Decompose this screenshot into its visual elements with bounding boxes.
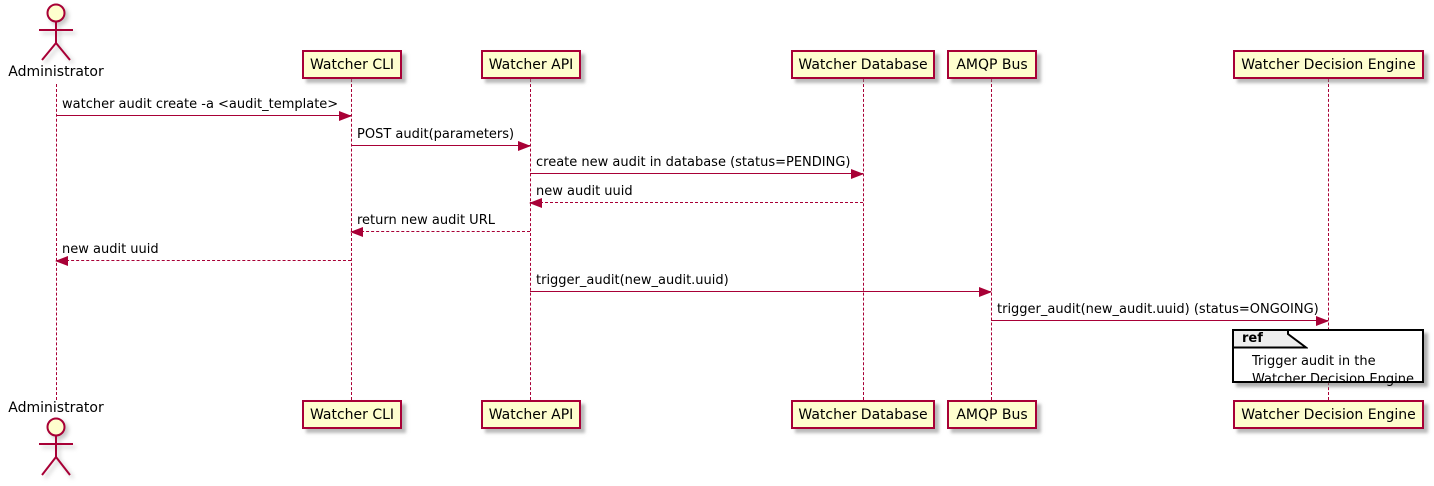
- message-label: new audit uuid: [62, 242, 159, 257]
- arrowhead-right-icon: [518, 141, 531, 151]
- message-label: watcher audit create -a <audit_template>: [62, 97, 339, 112]
- message-new-audit-uuid-to-api: new audit uuid: [529, 183, 863, 208]
- arrowhead-right-icon: [1316, 316, 1329, 326]
- participant-watcher-database-top: Watcher Database: [791, 50, 935, 79]
- message-watcher-audit-create: watcher audit create -a <audit_template>: [56, 96, 352, 121]
- ref-tag-pentagon-icon: [1232, 329, 1308, 349]
- message-line: [56, 260, 351, 261]
- participant-watcher-decision-engine-bottom: Watcher Decision Engine: [1233, 400, 1424, 429]
- message-label: return new audit URL: [357, 213, 495, 228]
- message-line: [56, 115, 351, 116]
- ref-body-line: Watcher Decision Engine: [1252, 372, 1414, 387]
- arrowhead-right-icon: [339, 111, 352, 121]
- message-label: POST audit(parameters): [357, 127, 515, 142]
- message-create-new-audit: create new audit in database (status=PEN…: [530, 154, 864, 179]
- ref-body-text: Trigger audit in the Watcher Decision En…: [1252, 353, 1414, 389]
- participant-watcher-cli-bottom: Watcher CLI: [302, 400, 402, 429]
- ref-tag-label: ref: [1242, 331, 1263, 346]
- lifeline-administrator: [55, 84, 57, 400]
- message-label: trigger_audit(new_audit.uuid) (status=ON…: [997, 302, 1319, 317]
- participant-amqp-bus-top: AMQP Bus: [947, 50, 1037, 79]
- message-new-audit-uuid-to-admin: new audit uuid: [55, 241, 351, 266]
- actor-administrator-label-top: Administrator: [8, 64, 104, 80]
- message-label: create new audit in database (status=PEN…: [536, 155, 851, 170]
- arrowhead-right-icon: [851, 169, 864, 179]
- lifeline-watcher-decision-engine: [1327, 79, 1329, 400]
- message-line: [351, 231, 530, 232]
- message-label: new audit uuid: [536, 184, 633, 199]
- ref-fragment: ref Trigger audit in the Watcher Decisio…: [1232, 329, 1424, 387]
- lifeline-watcher-cli: [350, 79, 352, 400]
- ref-body-line: Trigger audit in the: [1252, 354, 1376, 369]
- lifeline-amqp-bus: [990, 79, 992, 400]
- actor-administrator-label-bottom: Administrator: [8, 400, 104, 416]
- message-line: [530, 173, 863, 174]
- message-trigger-audit-engine: trigger_audit(new_audit.uuid) (status=ON…: [991, 301, 1329, 326]
- participant-watcher-api-top: Watcher API: [481, 50, 581, 79]
- lifeline-watcher-database: [862, 79, 864, 400]
- message-line: [530, 291, 991, 292]
- participant-watcher-api-bottom: Watcher API: [481, 400, 581, 429]
- message-line: [991, 320, 1328, 321]
- participant-amqp-bus-bottom: AMQP Bus: [947, 400, 1037, 429]
- message-post-audit: POST audit(parameters): [351, 126, 531, 151]
- message-return-new-audit-url: return new audit URL: [350, 212, 530, 237]
- arrowhead-left-icon: [55, 256, 68, 266]
- lifeline-watcher-api: [529, 79, 531, 400]
- participant-watcher-database-bottom: Watcher Database: [791, 400, 935, 429]
- arrowhead-left-icon: [529, 198, 542, 208]
- participant-watcher-cli-top: Watcher CLI: [302, 50, 402, 79]
- message-line: [530, 202, 863, 203]
- message-line: [351, 145, 530, 146]
- participant-watcher-decision-engine-top: Watcher Decision Engine: [1233, 50, 1424, 79]
- actor-administrator-icon: [39, 3, 73, 61]
- actor-administrator-icon-bottom: [39, 417, 73, 476]
- arrowhead-left-icon: [350, 227, 363, 237]
- message-trigger-audit-amqp: trigger_audit(new_audit.uuid): [530, 272, 992, 297]
- message-label: trigger_audit(new_audit.uuid): [536, 273, 729, 288]
- arrowhead-right-icon: [979, 287, 992, 297]
